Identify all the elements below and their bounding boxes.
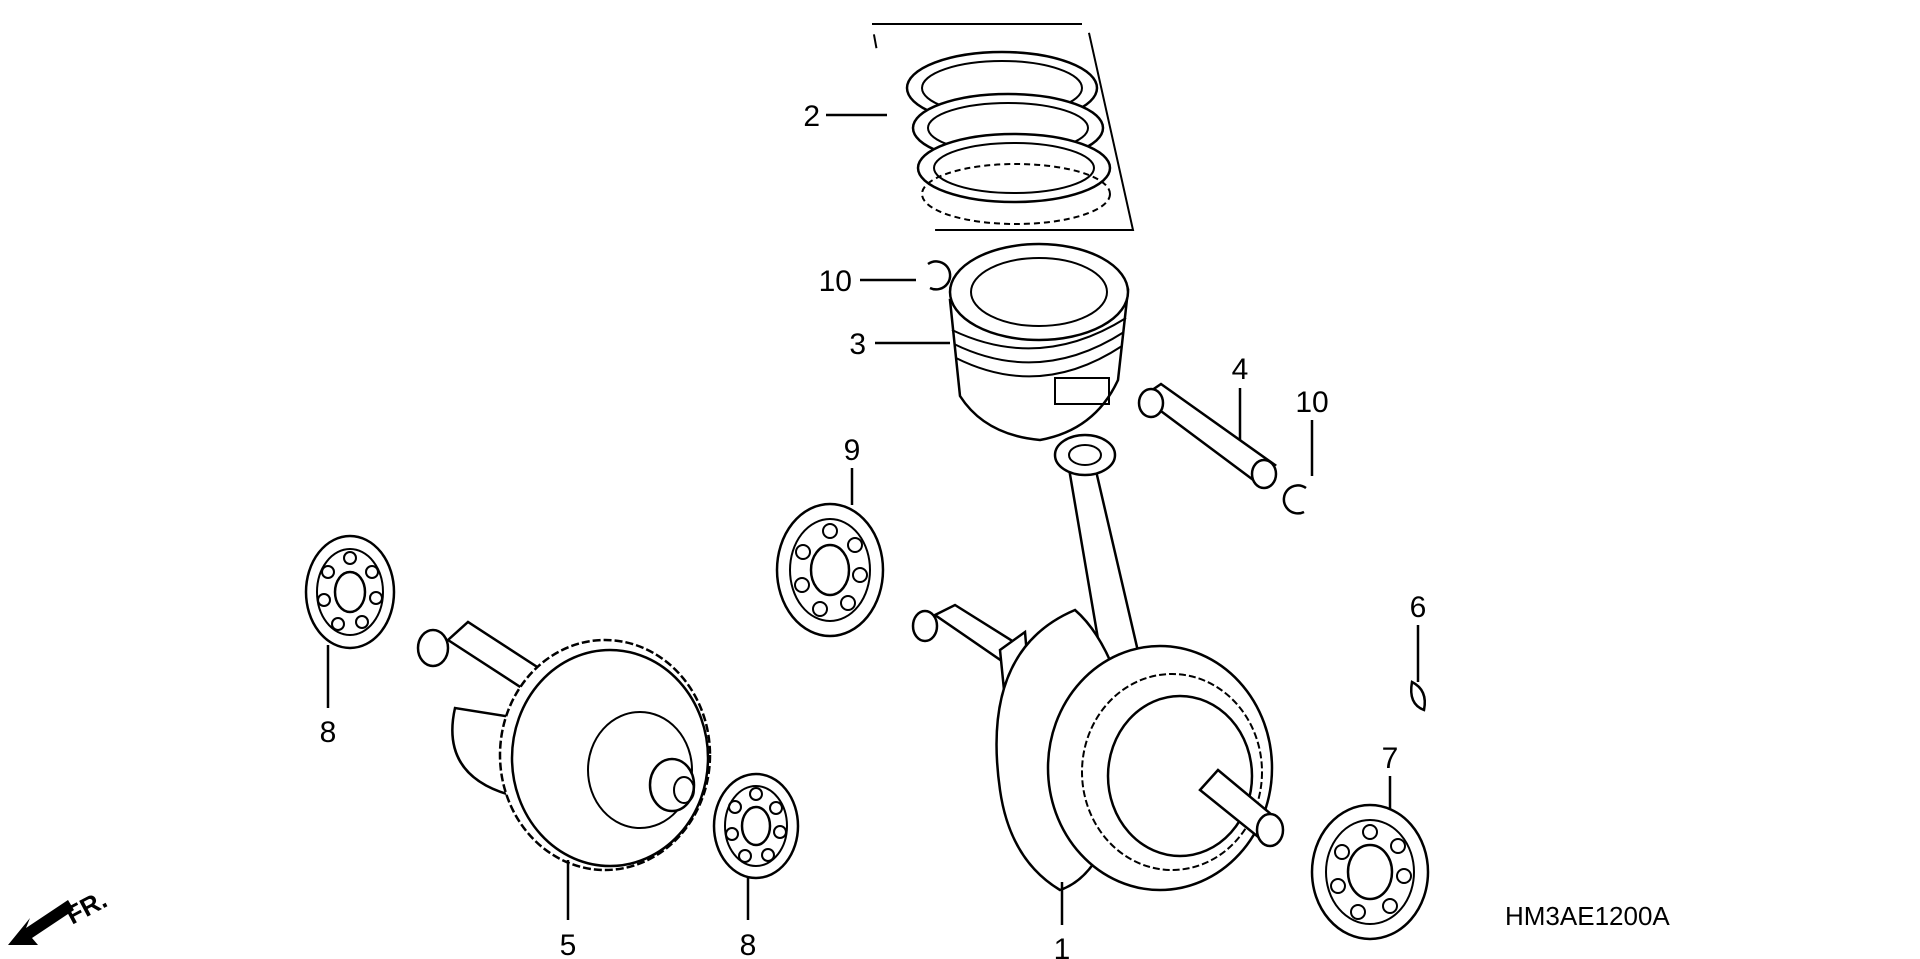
piston[interactable] [948,242,1130,442]
piston-pin[interactable] [1137,382,1278,490]
callout-7: 7 [1382,742,1399,775]
callout-10-right: 10 [1295,386,1328,419]
balancer-shaft[interactable] [416,620,712,872]
direction-label: FR. [61,884,112,930]
callout-10-left: 10 [819,265,852,298]
crankshaft[interactable] [911,433,1285,892]
callout-9: 9 [844,434,861,467]
callout-8-right: 8 [740,929,757,959]
callout-4: 4 [1232,353,1249,386]
callout-2: 2 [803,100,820,133]
woodruff-key[interactable] [1410,680,1426,712]
piston-pin-clip-right[interactable] [1282,484,1307,515]
crankshaft-bearing-left[interactable] [775,502,885,638]
callout-1: 1 [1054,933,1071,959]
balancer-bearing-right[interactable] [712,772,800,880]
balancer-bearing-left[interactable] [304,534,396,650]
callout-6: 6 [1410,591,1427,624]
callout-3: 3 [849,328,866,361]
piston-ring-set[interactable] [870,23,1135,231]
crankshaft-bearing-right[interactable] [1310,803,1430,941]
drawing-code: HM3AE1200A [1505,901,1670,931]
callout-5: 5 [560,929,577,959]
front-direction-arrow-icon [8,900,74,945]
callout-8-left: 8 [320,716,337,749]
piston-pin-clip-left[interactable] [927,260,952,291]
